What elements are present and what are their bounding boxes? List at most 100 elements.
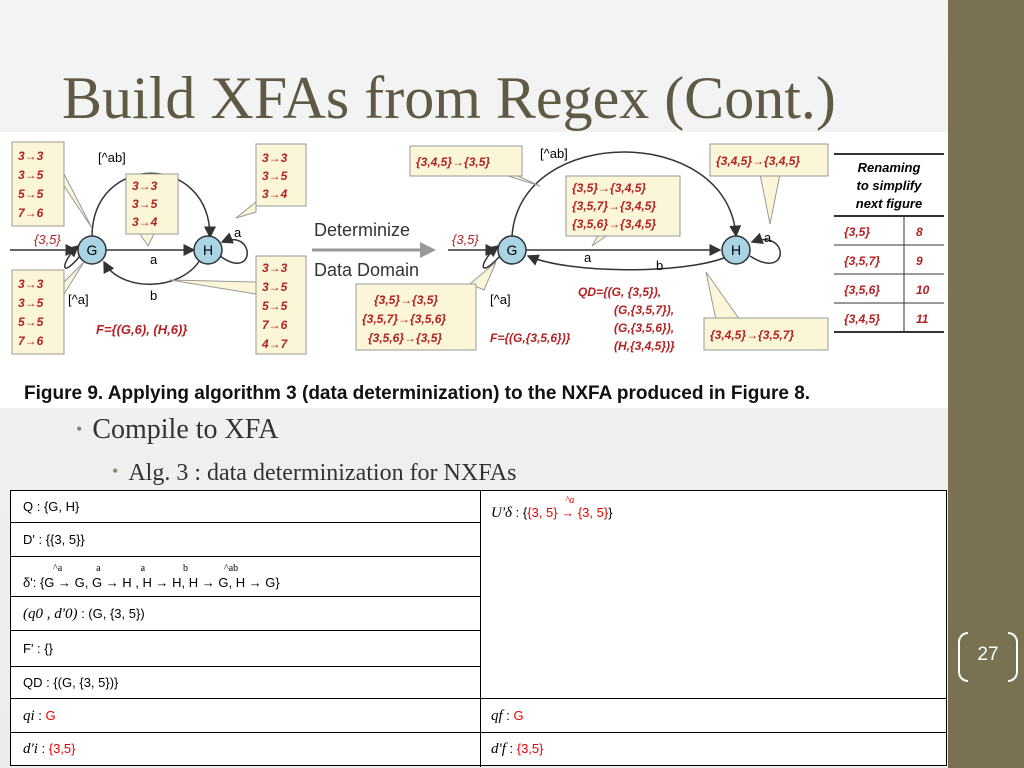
renaming-num: 8 — [916, 225, 923, 239]
bullet-level2: •Alg. 3 : data determinization for NXFAs — [112, 460, 517, 486]
renaming-num: 9 — [916, 254, 923, 268]
svg-text:{3,5,6}→{3,5}: {3,5,6}→{3,5} — [368, 331, 442, 345]
left-edge-not-a: [^a] — [68, 292, 89, 307]
svg-text:{3,4,5}→{3,5}: {3,4,5}→{3,5} — [416, 155, 490, 169]
svg-text:7→6: 7→6 — [262, 318, 288, 332]
row-u: ^a U'δ : {{3, 5} → {3, 5}} — [481, 491, 946, 699]
svg-text:(H,{3,4,5})}: (H,{3,4,5})} — [614, 339, 675, 353]
right-automaton: G H a b [^ab] [^a] a {3,5} {3,4,5}→{3,5}… — [355, 143, 829, 353]
row-f: F' : {} — [11, 631, 480, 667]
svg-text:3→4: 3→4 — [132, 215, 158, 229]
row-df: d'f : {3,5} — [491, 741, 544, 757]
bullet-level1: •Compile to XFA — [76, 414, 279, 445]
svg-text:3→3: 3→3 — [262, 151, 288, 165]
right-callout-bottom-right: {3,4,5}→{3,5,7} — [703, 271, 829, 351]
svg-text:7→6: 7→6 — [18, 206, 44, 220]
renaming-table: Renaming to simplify next figure {3,5} 8… — [834, 153, 944, 333]
row-initial: (q0 , d'0) : (G, {3, 5}) — [11, 597, 480, 631]
row-d: D' : {{3, 5}} — [11, 523, 480, 557]
svg-text:QD={(G, {3,5}),: QD={(G, {3,5}), — [578, 285, 661, 299]
svg-text:3→3: 3→3 — [262, 261, 288, 275]
right-node-h-label: H — [731, 242, 741, 258]
left-final: F={(G,6), (H,6)} — [96, 322, 187, 337]
row-qd: QD : {(G, {3, 5})} — [11, 667, 480, 699]
svg-text:5→5: 5→5 — [18, 187, 44, 201]
svg-text:3→3: 3→3 — [18, 277, 44, 291]
page-number: 27 — [977, 644, 999, 665]
renaming-num: 11 — [916, 312, 929, 326]
svg-text:3→4: 3→4 — [262, 187, 288, 201]
left-node-h — [193, 235, 223, 265]
data-domain-label: Data Domain — [314, 260, 419, 280]
svg-text:{3,5,6}→{3,4,5}: {3,5,6}→{3,4,5} — [572, 217, 656, 231]
left-node-g — [77, 235, 107, 265]
right-node-h — [721, 235, 751, 265]
renaming-set: {3,5} — [844, 225, 870, 239]
left-callout-top-right: 3→3 3→5 3→4 — [235, 143, 307, 219]
svg-text:(G,{3,5,6}),: (G,{3,5,6}), — [614, 321, 674, 335]
renaming-num: 10 — [916, 283, 930, 297]
right-qd-set: QD={(G, {3,5}), (G,{3,5,7}), (G,{3,5,6})… — [578, 285, 675, 353]
svg-text:3→5: 3→5 — [132, 197, 158, 211]
svg-text:{3,4,5}→{3,5,7}: {3,4,5}→{3,5,7} — [710, 328, 794, 342]
badge-left-bracket — [958, 632, 968, 682]
right-edge-a: a — [584, 250, 592, 265]
left-edge-b: b — [150, 288, 157, 303]
left-automaton: G H a b [^ab] [^a] a {3,5} F={(G,6), (H,… — [10, 141, 307, 355]
left-edge-not-ab: [^ab] — [98, 150, 126, 165]
svg-text:{3,5}→{3,4,5}: {3,5}→{3,4,5} — [572, 181, 646, 195]
left-node-g-label: G — [87, 242, 98, 258]
left-callout-bottom-right: 3→3 3→5 5→5 7→6 4→7 — [169, 255, 307, 355]
svg-text:{3,4,5}→{3,4,5}: {3,4,5}→{3,4,5} — [716, 154, 800, 168]
svg-text:5→5: 5→5 — [18, 315, 44, 329]
right-edge-not-a: [^a] — [490, 292, 511, 307]
right-callout-mid: {3,5}→{3,4,5} {3,5,7}→{3,4,5} {3,5,6}→{3… — [565, 175, 681, 247]
row-qf: qf : G — [481, 699, 946, 733]
page-number-badge: 27 — [958, 632, 1018, 682]
left-callout-bottom-left: 3→3 3→5 5→5 7→6 — [11, 261, 85, 355]
renaming-set: {3,4,5} — [844, 312, 880, 326]
svg-text:7→6: 7→6 — [18, 334, 44, 348]
renaming-set: {3,5,7} — [844, 254, 880, 268]
svg-text:3→5: 3→5 — [18, 168, 44, 182]
svg-text:{3,5}→{3,5}: {3,5}→{3,5} — [374, 293, 438, 307]
right-callout-top-right: {3,4,5}→{3,4,5} — [709, 143, 829, 225]
right-callout-bottom-left: {3,5}→{3,5} {3,5,7}→{3,5,6} {3,5,6}→{3,5… — [355, 261, 497, 351]
right-final: F={(G,{3,5,6})} — [490, 331, 571, 345]
right-node-g — [497, 235, 527, 265]
right-callout-top-left: {3,4,5}→{3,5} — [409, 145, 541, 187]
left-self-a: a — [234, 225, 242, 240]
svg-text:4→7: 4→7 — [261, 337, 289, 351]
left-edge-a: a — [150, 252, 158, 267]
right-edge-not-ab: [^ab] — [540, 146, 568, 161]
svg-text:3→3: 3→3 — [18, 149, 44, 163]
svg-text:(G,{3,5,7}),: (G,{3,5,7}), — [614, 303, 674, 317]
left-callout-top-left: 3→3 3→5 5→5 7→6 — [11, 141, 93, 229]
right-node-g-label: G — [507, 242, 518, 258]
right-start-set: {3,5} — [452, 232, 479, 247]
renaming-set: {3,5,6} — [844, 283, 880, 297]
svg-text:{3,5,7}→{3,4,5}: {3,5,7}→{3,4,5} — [572, 199, 656, 213]
svg-text:Renaming: Renaming — [858, 160, 921, 175]
svg-text:3→5: 3→5 — [262, 169, 288, 183]
right-self-a: a — [764, 230, 772, 245]
determinize-label: Determinize — [314, 220, 410, 240]
left-callout-mid: 3→3 3→5 3→4 — [125, 173, 179, 247]
svg-text:5→5: 5→5 — [262, 299, 288, 313]
svg-text:3→5: 3→5 — [262, 280, 288, 294]
slide-title: Build XFAs from Regex (Cont.) — [62, 65, 836, 131]
svg-text:{3,5,7}→{3,5,6}: {3,5,7}→{3,5,6} — [362, 312, 446, 326]
row-di: d'i : {3,5} — [23, 741, 76, 757]
left-node-h-label: H — [203, 242, 213, 258]
determinize-arrow: Determinize Data Domain — [312, 220, 436, 280]
right-edge-b: b — [656, 258, 663, 273]
svg-text:3→5: 3→5 — [18, 296, 44, 310]
row-qi: qi : G — [11, 699, 480, 733]
figure-9: G H a b [^ab] [^a] a {3,5} F={(G,6), (H,… — [0, 132, 948, 408]
left-start-set: {3,5} — [34, 232, 61, 247]
svg-text:to simplify: to simplify — [856, 178, 922, 193]
svg-text:next figure: next figure — [856, 196, 922, 211]
figure-caption: Figure 9. Applying algorithm 3 (data det… — [24, 383, 810, 404]
